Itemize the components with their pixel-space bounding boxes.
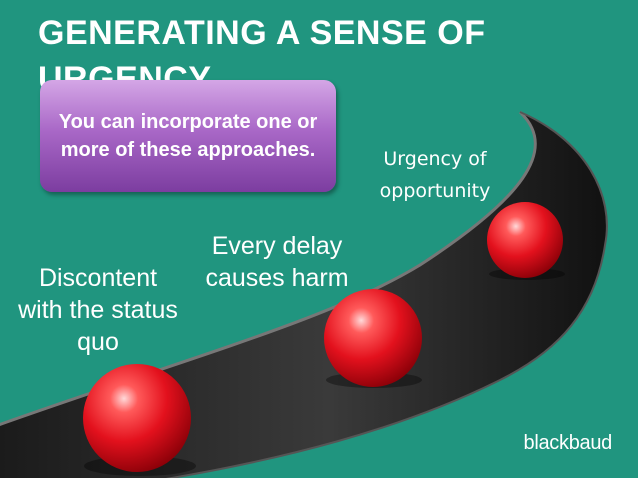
- ball-delay: [324, 289, 422, 387]
- ball-status-quo: [83, 364, 191, 472]
- blackbaud-logo: blackbaud: [523, 432, 613, 454]
- label-status-quo: Discontent with the status quo: [18, 264, 178, 356]
- callout-box: You can incorporate one or more of these…: [40, 80, 336, 192]
- road-edge-right: [165, 111, 608, 478]
- slide-title: GENERATING A SENSE OF URGENCY: [38, 14, 486, 98]
- label-opportunity: Urgency of opportunity: [379, 148, 491, 202]
- label-delay: Every delay causes harm: [205, 232, 349, 292]
- ball-opportunity: [487, 202, 563, 278]
- callout-text: You can incorporate one or more of these…: [58, 111, 318, 161]
